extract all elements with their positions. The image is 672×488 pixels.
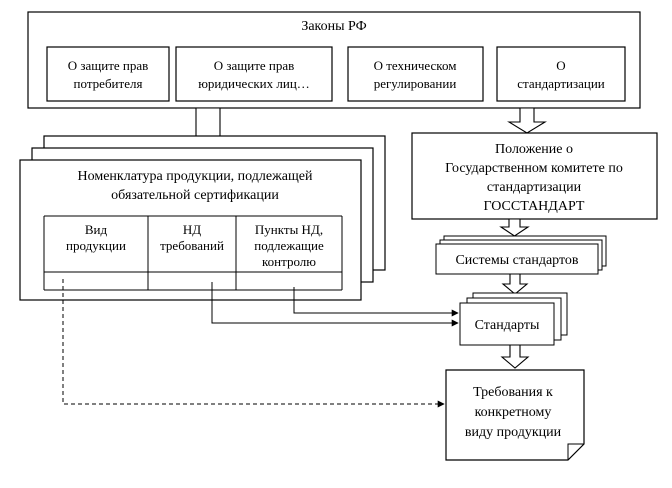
connector-nd-to-standards — [211, 282, 459, 327]
law-legal-line2: юридических лиц… — [198, 76, 310, 91]
regulation-line2: Государственном комитете по — [445, 161, 623, 176]
connector-product-to-requirements — [62, 279, 445, 408]
block-arrow-to-systems — [499, 218, 530, 237]
law-box-consumer: О защите прав потребителя — [46, 46, 170, 102]
law-std-line1: О — [556, 58, 565, 73]
law-legal-line1: О защите прав — [214, 58, 295, 73]
col-control-line1: Пункты НД, — [255, 222, 323, 237]
nomenclature-table — [43, 215, 343, 291]
block-arrow-to-requirements — [500, 344, 530, 369]
law-consumer-line2: потребителя — [74, 76, 143, 91]
nomenclature-title-line2: обязательной сертификации — [111, 188, 279, 203]
regulation-line4: ГОССТАНДАРТ — [484, 199, 585, 214]
connector-control-to-standards — [293, 287, 459, 317]
standards-box — [459, 302, 555, 346]
regulation-line3: стандартизации — [487, 180, 582, 195]
law-box-standardization: О стандартизации — [496, 46, 626, 102]
nomenclature-title-line1: Номенклатура продукции, подлежащей — [78, 169, 313, 184]
requirements-line2: конкретному — [475, 405, 552, 420]
col-product-type-line1: Вид — [85, 222, 108, 237]
systems-label: Системы стандартов — [455, 253, 578, 268]
col-control-line3: контролю — [262, 254, 316, 269]
law-std-line2: стандартизации — [517, 76, 605, 91]
regulation-box — [411, 132, 658, 220]
law-consumer-line1: О защите прав — [68, 58, 149, 73]
standards-label: Стандарты — [475, 318, 540, 333]
regulation-line1: Положение о — [495, 142, 573, 157]
laws-title: Законы РФ — [301, 19, 366, 34]
law-tech-line1: О техническом — [374, 58, 457, 73]
col-nd-line2: требований — [160, 238, 224, 253]
nomenclature-box — [19, 159, 362, 301]
col-nd-line1: НД — [183, 222, 201, 237]
systems-box — [435, 243, 599, 275]
block-arrow-to-standards — [501, 273, 529, 295]
col-control-line2: подлежащие — [254, 238, 324, 253]
block-arrow-to-regulation — [507, 107, 547, 134]
law-box-legal-entities: О защите прав юридических лиц… — [175, 46, 333, 102]
requirements-box — [445, 369, 585, 461]
law-tech-line2: регулировании — [374, 76, 457, 91]
requirements-line3: виду продукции — [465, 425, 562, 440]
requirements-folded-corner — [567, 443, 584, 460]
col-product-type-line2: продукции — [66, 238, 126, 253]
requirements-line1: Требования к — [473, 385, 553, 400]
law-box-technical-regulation: О техническом регулировании — [347, 46, 484, 102]
